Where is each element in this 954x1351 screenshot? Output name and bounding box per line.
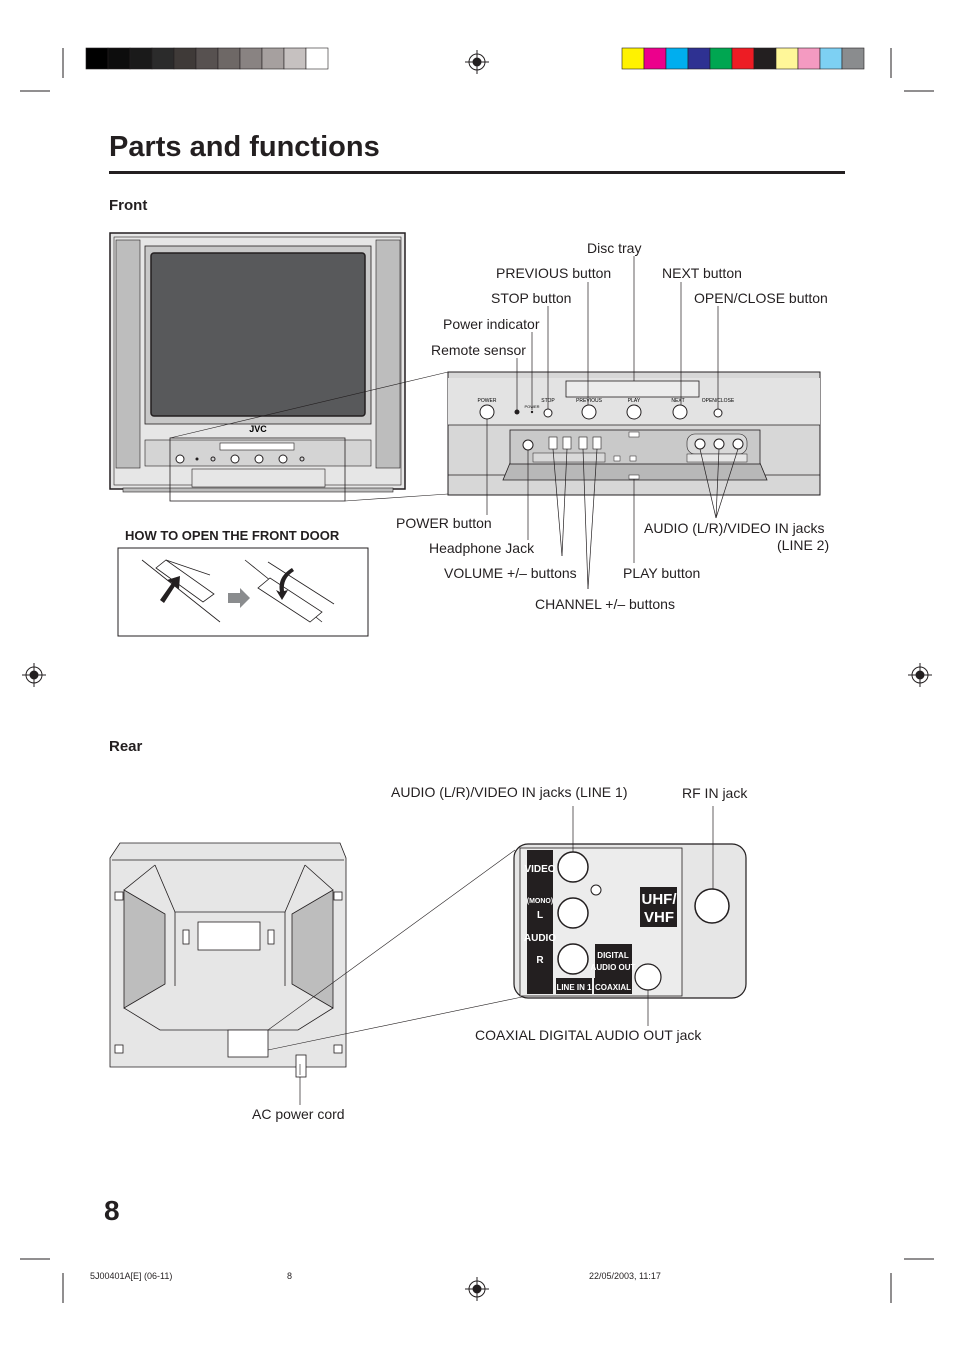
front-diagram: JVC POWER STOP POWER PREVIOUS PLAY NEXT … (109, 232, 821, 637)
label-previous-button: PREVIOUS button (496, 265, 612, 281)
label-audio-video-in-2: AUDIO (L/R)/VIDEO IN jacks (644, 520, 825, 536)
rear-diagram: VIDEO (MONO) L AUDIO R LINE IN 1 DIGITAL… (109, 806, 747, 1105)
label-audio-video-in-1: AUDIO (L/R)/VIDEO IN jacks (LINE 1) (391, 784, 628, 800)
play-button-shape (626, 404, 642, 420)
svg-text:POWER: POWER (478, 398, 497, 404)
rear-rf-in-jack (694, 888, 730, 924)
calibration-swatch (305, 47, 329, 70)
svg-text:L: L (537, 910, 543, 921)
label-headphone-jack: Headphone Jack (429, 540, 535, 556)
pull-down-arrow-icon (276, 568, 294, 600)
audio-r-jack-shape (732, 438, 744, 450)
label-play-button: PLAY button (623, 565, 701, 581)
svg-text:DIGITAL: DIGITAL (597, 951, 629, 960)
rear-coaxial-jack (634, 963, 662, 991)
label-ac-power-cord: AC power cord (252, 1106, 345, 1122)
video-in-jack-shape (694, 438, 706, 450)
grayscale-calibration-bar (85, 47, 329, 70)
footer-timestamp: 22/05/2003, 11:17 (589, 1271, 661, 1281)
remote-sensor-dot (514, 409, 520, 415)
registration-mark-bottom (465, 1277, 489, 1301)
push-arrow-icon (160, 576, 180, 603)
audio-l-jack-shape (713, 438, 725, 450)
label-remote-sensor: Remote sensor (431, 342, 526, 358)
rear-video-jack (557, 851, 589, 883)
footer-doc-code: 5J00401A[E] (06-11) (90, 1271, 173, 1281)
front-panel-zoom: POWER STOP POWER PREVIOUS PLAY NEXT OPEN… (447, 371, 821, 496)
page-title: Parts and functions (109, 131, 380, 163)
svg-text:VIDEO: VIDEO (524, 864, 555, 875)
footer-page: 8 (287, 1271, 293, 1281)
label-power-button: POWER button (396, 515, 492, 531)
label-volume-buttons: VOLUME +/– buttons (444, 565, 577, 581)
label-channel-buttons: CHANNEL +/– buttons (535, 596, 675, 612)
label-disc-tray: Disc tray (587, 240, 642, 256)
open-close-button-shape (713, 408, 723, 418)
page-number: 8 (104, 1195, 120, 1226)
label-audio-video-in-2-line: (LINE 2) (777, 537, 830, 553)
next-step-arrow-icon (228, 588, 250, 608)
color-calibration-bar (621, 47, 865, 70)
label-power-indicator: Power indicator (443, 316, 540, 332)
label-rf-in-jack: RF IN jack (682, 785, 748, 801)
disc-tray (565, 380, 700, 398)
power-indicator-dot (530, 410, 534, 414)
title-rule (109, 171, 845, 174)
svg-text:(MONO): (MONO) (527, 898, 553, 905)
label-stop-button: STOP button (491, 290, 572, 306)
front-heading: Front (109, 197, 148, 214)
svg-text:NEXT: NEXT (671, 398, 684, 404)
next-button-shape (672, 404, 688, 420)
headphone-jack-shape (522, 439, 534, 451)
registration-mark-top (465, 50, 489, 74)
rear-panel-zoom: VIDEO (MONO) L AUDIO R LINE IN 1 DIGITAL… (513, 843, 747, 999)
stop-button-shape (543, 408, 553, 418)
svg-text:UHF/: UHF/ (642, 891, 678, 908)
rear-audio-l-jack (557, 897, 589, 929)
line-in-1-label-strip (527, 850, 553, 994)
svg-text:PLAY: PLAY (628, 398, 641, 404)
svg-text:PREVIOUS: PREVIOUS (576, 398, 603, 404)
brand-logo: JVC (249, 424, 267, 434)
svg-text:AUDIO OUT: AUDIO OUT (591, 963, 636, 972)
rear-audio-r-jack (557, 943, 589, 975)
label-next-button: NEXT button (662, 265, 742, 281)
svg-text:AUDIO: AUDIO (524, 933, 556, 944)
label-coaxial-out: COAXIAL DIGITAL AUDIO OUT jack (475, 1027, 702, 1043)
rear-heading: Rear (109, 738, 143, 755)
label-open-close-button: OPEN/CLOSE button (694, 290, 828, 306)
door-instructions (117, 547, 369, 637)
registration-mark-right (908, 663, 932, 687)
calibration-swatch (841, 47, 865, 70)
registration-mark-left (22, 663, 46, 687)
svg-text:COAXIAL: COAXIAL (595, 983, 631, 992)
tv-front-illustration: JVC (109, 232, 406, 502)
tv-rear-illustration (109, 842, 347, 1078)
svg-text:VHF: VHF (644, 909, 674, 926)
svg-text:LINE IN 1: LINE IN 1 (556, 983, 592, 992)
power-button-shape (479, 404, 495, 420)
door-heading: HOW TO OPEN THE FRONT DOOR (125, 528, 340, 543)
previous-button-shape (581, 404, 597, 420)
svg-text:R: R (536, 955, 544, 966)
